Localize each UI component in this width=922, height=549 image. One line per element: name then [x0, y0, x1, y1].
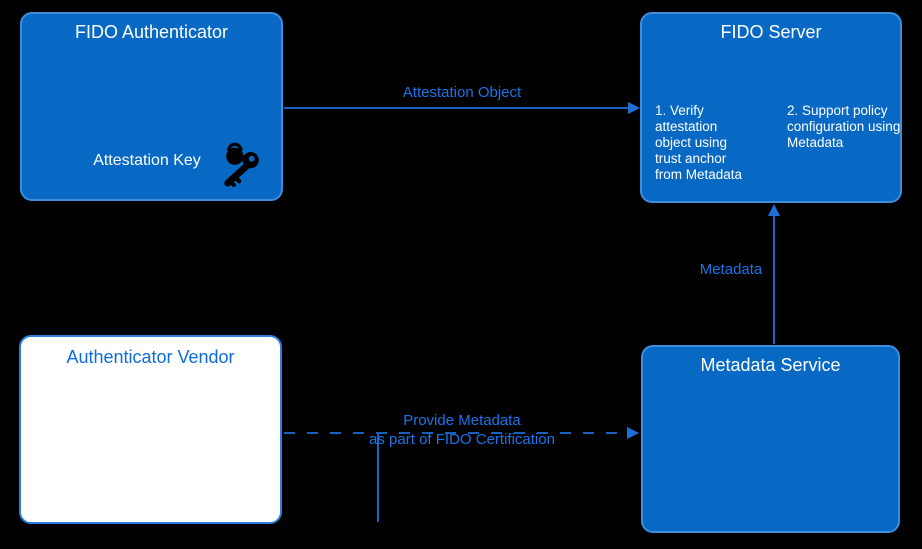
key-icon [224, 142, 259, 187]
fido-server-note-1: 1. Verify attestation object using trust… [655, 103, 743, 182]
arrowhead-provide-metadata [627, 427, 639, 439]
fido-server-note-2: 2. Support policy configuration using Me… [787, 103, 901, 150]
arrowhead-attestation-object [628, 102, 640, 114]
node-title-fido-server: FIDO Server [720, 22, 822, 42]
node-title-metadata-service: Metadata Service [700, 355, 841, 375]
node-fido-server: FIDO Server 1. Verify attestation object… [640, 12, 902, 203]
edge-label-provide-metadata-line1: Provide Metadata [403, 412, 521, 429]
node-authenticator-vendor: Authenticator Vendor [19, 335, 282, 524]
edge-label-metadata: Metadata [699, 261, 763, 278]
edge-label-provide-metadata-line2: as part of FIDO Certification [369, 431, 555, 448]
node-title-authenticator-vendor: Authenticator Vendor [66, 347, 235, 367]
node-metadata-service: Metadata Service [641, 345, 900, 533]
node-title-fido-authenticator: FIDO Authenticator [74, 22, 229, 42]
arrowhead-metadata [768, 204, 780, 216]
attestation-key-label: Attestation Key [93, 152, 201, 169]
node-fido-authenticator: FIDO Authenticator Attestation Key [20, 12, 283, 201]
edge-label-attestation-object: Attestation Object [402, 84, 522, 101]
